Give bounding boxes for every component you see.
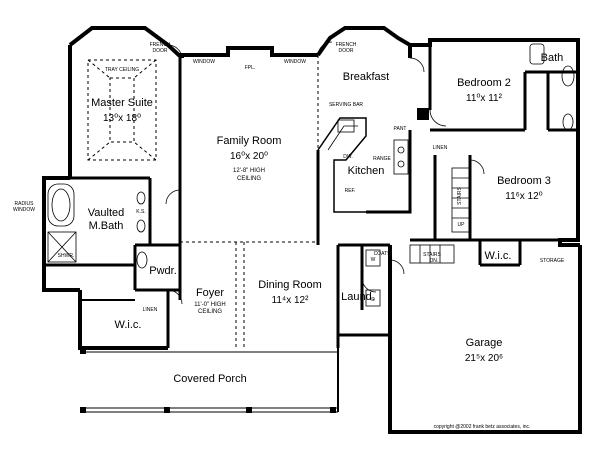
tray-ceiling-label: TRAY CEILING <box>105 67 139 73</box>
range <box>393 139 409 175</box>
master-tub <box>47 183 75 227</box>
french-door-right-l1: FRENCH <box>336 42 357 48</box>
bath-toilet <box>561 65 575 87</box>
serving-bar-label: SERVING BAR <box>329 102 363 108</box>
bath-name: Bath <box>541 52 564 64</box>
copyright-label: copyright @2002 frank betz associates, i… <box>434 424 531 430</box>
dashed-lines <box>87 55 319 348</box>
coats-label: COATS <box>374 251 392 257</box>
interior-walls <box>44 45 578 348</box>
small-labels: FRENCH DOOR TRAY CEILING RADIUS WINDOW F… <box>13 42 565 430</box>
up-label: UP <box>458 222 466 228</box>
radius-window-a-l2: WINDOW <box>193 59 215 65</box>
pantry-block <box>417 108 429 120</box>
linen-master-label: LINEN <box>143 307 158 313</box>
mbath-west-wall <box>42 176 80 292</box>
fpl-label: FPL. <box>245 65 256 71</box>
stairs-up <box>451 167 471 233</box>
foyer-name: Foyer <box>196 287 224 299</box>
foyer-note1: 11'-0" HIGH <box>194 302 226 308</box>
master-shower <box>47 231 77 263</box>
radius-window-c-l2: WINDOW <box>13 207 35 213</box>
bedroom3-dim: 11⁶x 12⁰ <box>505 191 542 202</box>
storage-label: STORAGE <box>540 258 565 264</box>
dining-dim: 11⁴x 12² <box>272 295 310 306</box>
radius-window-b-l2: WINDOW <box>284 59 306 65</box>
bedroom3-name: Bedroom 3 <box>497 175 551 187</box>
bedroom2-dim: 11⁰x 11² <box>466 93 503 104</box>
vaulted-bath-name2: M.Bath <box>89 220 124 232</box>
range-label: RANGE <box>373 156 391 162</box>
sink <box>337 119 355 133</box>
dn-label: DN. <box>430 258 439 264</box>
pant-label: PANT <box>394 126 407 132</box>
garage-name: Garage <box>466 337 503 349</box>
stairs-up-label: STAIRS <box>457 186 463 204</box>
stairs-dn-label: STAIRS <box>423 252 441 258</box>
breakfast-bay-wall <box>316 26 412 58</box>
bath-tub <box>529 43 545 65</box>
family-room-dim: 16⁰x 20⁰ <box>230 151 268 162</box>
laund-name: Laund. <box>341 291 375 303</box>
porch-name: Covered Porch <box>173 373 246 385</box>
vaulted-bath-name1: Vaulted <box>88 207 125 219</box>
fixtures <box>47 43 575 307</box>
dining-name: Dining Room <box>258 279 322 291</box>
dw-label: DW. <box>343 154 352 160</box>
kitchen-counter <box>317 117 409 213</box>
bedroom3-east-wall <box>558 160 580 247</box>
french-door-left-l2: DOOR <box>153 48 168 54</box>
wic-west-wall <box>78 290 168 350</box>
radius-window-b-l1: RADIUS <box>286 53 306 59</box>
stairs-down <box>409 244 455 264</box>
kitchen-name: Kitchen <box>348 165 385 177</box>
radius-window-c-l1: RADIUS <box>15 201 35 207</box>
foyer-note2: CEILING <box>198 309 222 315</box>
french-door-right-l2: DOOR <box>339 48 354 54</box>
bedroom2-north-wall <box>410 38 580 160</box>
garage-dim: 21⁵x 20⁶ <box>465 353 503 364</box>
ks-label: K.S. <box>136 209 145 215</box>
family-room-note2: CEILING <box>237 176 261 182</box>
family-room-note1: 12'-8" HIGH <box>233 168 265 174</box>
wic-master-name: W.i.c. <box>115 319 142 331</box>
bedroom2-name: Bedroom 2 <box>457 77 511 89</box>
french-door-left-l1: FRENCH <box>150 42 171 48</box>
family-north-wall <box>180 46 318 58</box>
master-suite-dim: 13⁰x 18⁰ <box>103 113 141 124</box>
porch <box>80 348 339 413</box>
master-suite-name: Master Suite <box>91 97 153 109</box>
master-ne-wall <box>166 43 184 60</box>
garage-walls <box>388 245 582 434</box>
room-labels: Master Suite 13⁰x 18⁰ Family Room 16⁰x 2… <box>88 52 564 385</box>
radius-window-a-l1: RADIUS <box>195 53 215 59</box>
tray-ceiling-outline <box>87 59 157 161</box>
doors <box>165 41 485 305</box>
exterior-walls <box>42 26 582 434</box>
pwdr-toilet <box>136 251 148 269</box>
wic-bed3-name: W.i.c. <box>485 250 512 262</box>
breakfast-name: Breakfast <box>343 71 389 83</box>
ref-label: REF. <box>345 188 356 194</box>
kitchen-south-wall <box>366 130 412 214</box>
family-room-name: Family Room <box>217 135 282 147</box>
shwr-label: SHWR. <box>58 253 75 259</box>
pwdr-name: Pwdr. <box>149 265 177 277</box>
dryer-label: D <box>371 297 375 303</box>
washer-label: W <box>371 257 376 263</box>
master-bay-wall <box>68 26 170 47</box>
linen-top-label: LINEN <box>433 145 448 151</box>
